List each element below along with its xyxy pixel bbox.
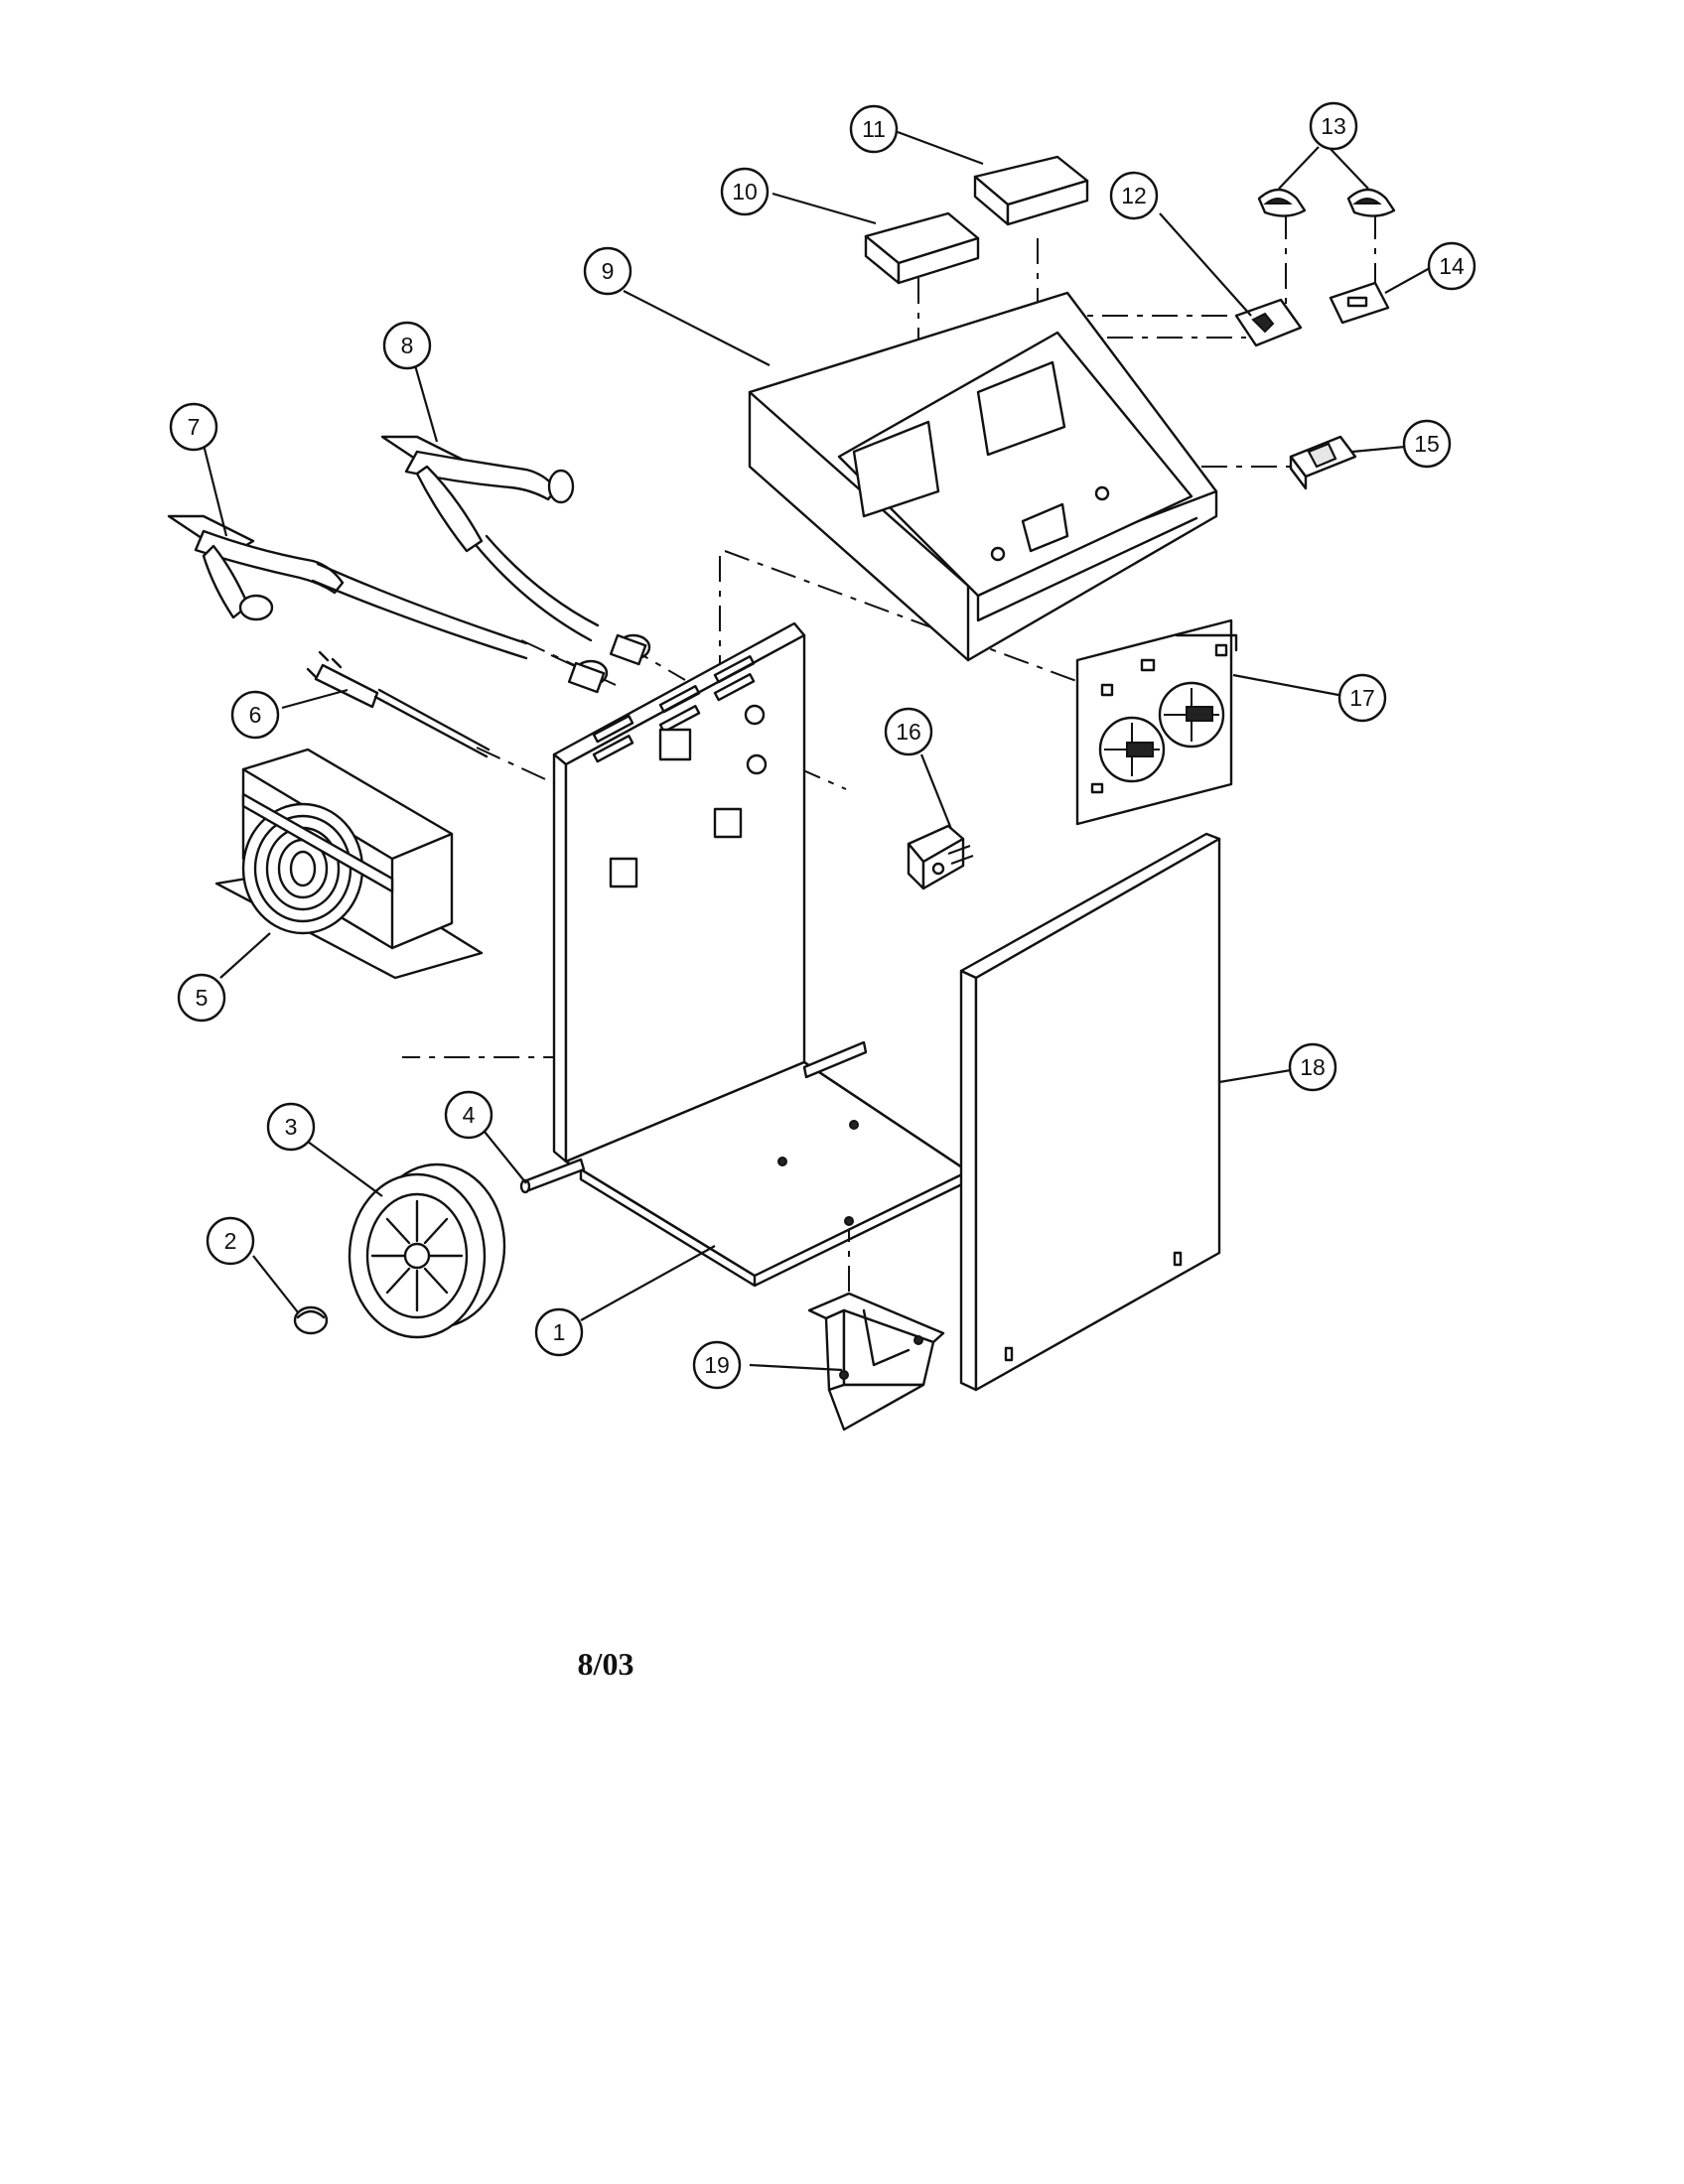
callout-circle-19 [692,1340,742,1390]
callout-label-16: 16 [896,719,921,745]
callout-7: 7 [169,402,218,452]
leader-lines [202,130,1431,1372]
callout-14: 14 [1427,241,1476,291]
callout-circle-16 [884,707,933,756]
callout-label-14: 14 [1439,253,1465,279]
callout-circle-2 [206,1216,255,1266]
knob-13-left [1257,188,1307,217]
callout-18: 18 [1288,1042,1337,1092]
callout-label-4: 4 [463,1102,476,1128]
callout-16: 16 [884,707,933,756]
chassis [552,621,970,1288]
callout-label-12: 12 [1121,183,1147,208]
callout-circle-3 [266,1102,316,1152]
callout-label-5: 5 [196,985,209,1011]
axle [519,1040,868,1194]
knob-13-right [1346,188,1396,217]
switch-block-16 [907,824,974,890]
callout-13: 13 [1309,101,1358,151]
callout-circle-10 [720,167,770,216]
callout-circle-12 [1109,171,1159,220]
callout-label-1: 1 [553,1319,566,1345]
callout-label-11: 11 [862,116,886,142]
callout-17: 17 [1337,673,1387,723]
callout-circle-5 [177,973,226,1023]
callout-label-19: 19 [704,1352,730,1378]
callout-circle-13 [1309,101,1358,151]
callout-label-17: 17 [1349,685,1375,711]
callout-8: 8 [382,321,432,370]
bracket-19 [807,1292,945,1432]
callout-circle-7 [169,402,218,452]
callout-circle-9 [583,246,632,296]
callout-circle-6 [230,690,280,740]
wheel [348,1162,506,1339]
callout-label-15: 15 [1414,431,1440,457]
meter-right [973,155,1089,226]
callout-9: 9 [583,246,632,296]
selector-knob-12 [1234,298,1303,347]
callout-circle-17 [1337,673,1387,723]
callout-circle-11 [849,104,899,154]
callout-circle-1 [534,1307,584,1357]
callout-1: 1 [534,1307,584,1357]
transformer [214,748,484,980]
callout-10: 10 [720,167,770,216]
clamp-cable-7 [167,514,609,694]
callout-5: 5 [177,973,226,1023]
side-panel [959,832,1221,1392]
callout-4: 4 [444,1090,493,1140]
top-housing [748,291,1218,662]
callout-label-8: 8 [401,333,414,358]
callout-circle-15 [1402,419,1452,469]
callout-6: 6 [230,690,280,740]
meter-left [864,211,980,285]
circuit-board [1075,618,1238,826]
date-stamp: 8/03 [577,1646,634,1682]
callout-label-18: 18 [1300,1054,1326,1080]
callout-19: 19 [692,1340,742,1390]
timer-14 [1329,281,1390,325]
callout-label-7: 7 [188,414,201,440]
callout-circle-8 [382,321,432,370]
callout-12: 12 [1109,171,1159,220]
callout-label-2: 2 [224,1228,237,1254]
switch-15 [1289,435,1357,490]
callout-3: 3 [266,1102,316,1152]
callout-label-3: 3 [285,1114,298,1140]
callout-label-13: 13 [1321,113,1346,139]
callout-label-9: 9 [602,258,615,284]
callout-11: 11 [849,104,899,154]
power-cord [306,650,491,758]
callout-label-10: 10 [732,179,758,205]
callout-circle-18 [1288,1042,1337,1092]
callout-2: 2 [206,1216,255,1266]
callout-circle-4 [444,1090,493,1140]
callout-circle-14 [1427,241,1476,291]
clamp-cable-8 [380,435,651,666]
hubcap [293,1305,329,1335]
callout-label-6: 6 [249,702,262,728]
callout-15: 15 [1402,419,1452,469]
